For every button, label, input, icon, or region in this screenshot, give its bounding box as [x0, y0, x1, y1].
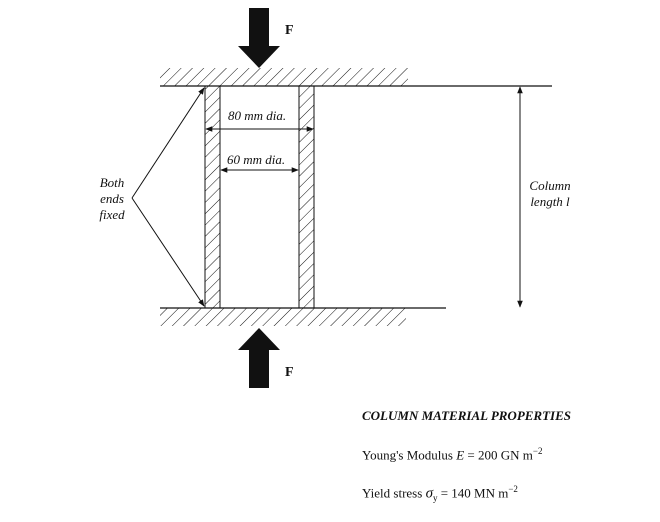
ends-fixed-label-line1: Both — [100, 175, 125, 190]
column-length-label-line1: Column — [529, 178, 570, 193]
youngs-prefix: Young's Modulus — [362, 447, 457, 463]
right-tube-wall — [298, 85, 315, 309]
youngs-exponent: −2 — [532, 446, 543, 456]
top-plate — [160, 68, 552, 87]
properties-title: COLUMN MATERIAL PROPERTIES — [362, 408, 572, 423]
yield-prefix: Yield stress — [362, 485, 426, 501]
ends-fixed-leaders — [131, 87, 205, 307]
bottom-force-label: F — [285, 365, 294, 380]
left-tube-wall — [204, 85, 221, 309]
yield-subscript: y — [432, 492, 438, 503]
column-length-label-line2: length l — [530, 194, 570, 209]
bottom-plate — [160, 307, 446, 326]
youngs-value: = 200 GN m — [464, 447, 533, 463]
yield-symbol: σ — [425, 485, 433, 502]
outer-diameter-label: 80 mm dia. — [228, 108, 286, 123]
yield-value: = 140 MN m — [437, 485, 509, 501]
top-force-label: F — [285, 23, 294, 38]
youngs-modulus-row: Young's Modulus E = 200 GN m−2 — [362, 446, 542, 463]
ends-fixed-label-line2: ends — [100, 191, 124, 206]
bottom-force-arrow — [238, 328, 280, 388]
youngs-symbol: E — [456, 447, 465, 463]
ends-fixed-label-line3: fixed — [99, 207, 125, 222]
yield-exponent: −2 — [508, 484, 518, 494]
top-force-arrow — [238, 8, 280, 68]
inner-diameter-label: 60 mm dia. — [227, 152, 285, 167]
yield-stress-row: Yield stress σy = 140 MN m−2 — [362, 484, 518, 503]
